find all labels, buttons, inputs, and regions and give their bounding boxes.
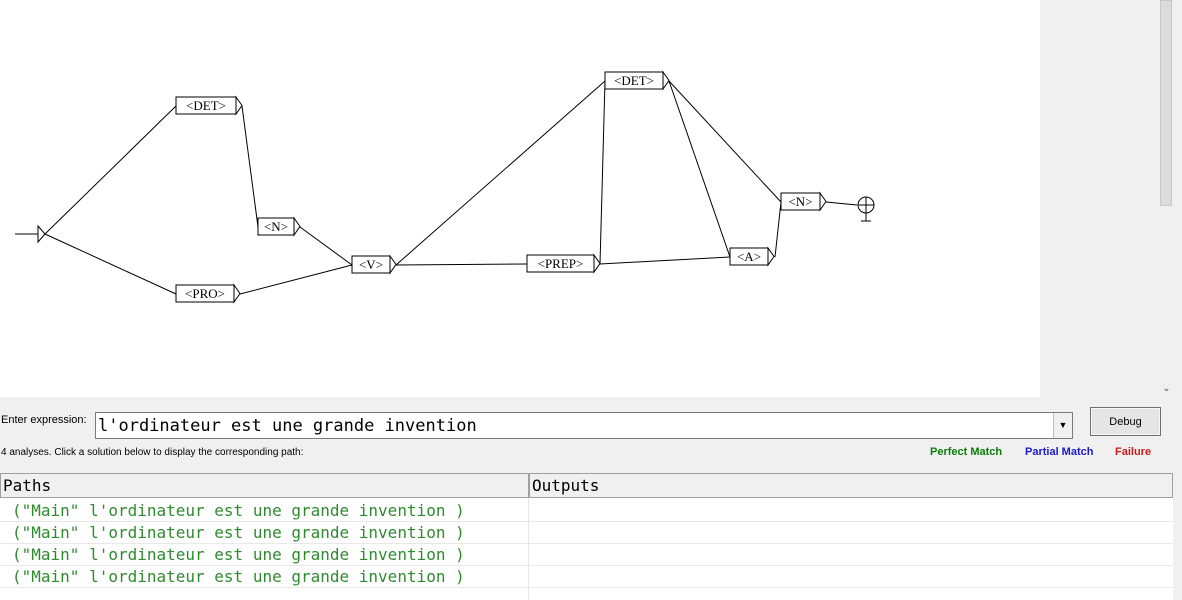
legend-failure: Failure: [1115, 446, 1152, 458]
graph-box-prep[interactable]: <PREP>: [526, 253, 601, 274]
graph-boxes: <DET> <N> <PRO> <V> <DET> <PREP> <A> <N>: [175, 70, 827, 304]
expression-combobox[interactable]: ▼: [95, 412, 1073, 439]
legend-partial-match: Partial Match: [1025, 446, 1094, 458]
path-cell: ("Main" l'ordinateur est une grande inve…: [12, 501, 465, 520]
table-row[interactable]: ("Main" l'ordinateur est une grande inve…: [0, 544, 1173, 566]
graph-canvas[interactable]: <DET> <N> <PRO> <V> <DET> <PREP> <A> <N>: [0, 0, 1040, 397]
table-row[interactable]: ("Main" l'ordinateur est une grande inve…: [0, 500, 1173, 522]
expression-input[interactable]: [98, 415, 1048, 436]
graph-box-pro[interactable]: <PRO>: [175, 283, 241, 304]
graph-box-n1[interactable]: <N>: [257, 216, 301, 237]
graph-box-label: <N>: [788, 194, 812, 209]
graph-box-label: <PRO>: [185, 286, 225, 301]
graph-box-label: <DET>: [186, 98, 226, 113]
table-right-edge: [1173, 473, 1182, 599]
graph-box-n2[interactable]: <N>: [780, 191, 827, 212]
dropdown-arrow-icon[interactable]: ▼: [1053, 413, 1072, 438]
vertical-scrollbar[interactable]: ⌄: [1158, 0, 1175, 397]
expression-label: Enter expression:: [1, 414, 87, 426]
graph-box-label: <V>: [359, 257, 383, 272]
graph-edges: [15, 80, 875, 295]
graph-box-det1[interactable]: <DET>: [175, 95, 243, 116]
results-table: Paths Outputs ("Main" l'ordinateur est u…: [0, 473, 1173, 600]
table-row[interactable]: ("Main" l'ordinateur est une grande inve…: [0, 566, 1173, 588]
path-cell: ("Main" l'ordinateur est une grande inve…: [12, 545, 465, 564]
graph-box-a[interactable]: <A>: [729, 246, 775, 267]
right-pane: [1040, 0, 1158, 397]
analyses-count-text: 4 analyses. Click a solution below to di…: [1, 447, 304, 458]
scroll-down-icon[interactable]: ⌄: [1162, 383, 1171, 394]
column-header-outputs[interactable]: Outputs: [529, 474, 1173, 498]
graph-box-label: <PREP>: [538, 256, 584, 271]
graph-box-det2[interactable]: <DET>: [604, 70, 670, 91]
graph-svg: <DET> <N> <PRO> <V> <DET> <PREP> <A> <N>: [15, 70, 875, 304]
legend-perfect-match: Perfect Match: [930, 446, 1003, 458]
path-cell: ("Main" l'ordinateur est une grande inve…: [12, 567, 465, 586]
column-divider: [528, 498, 529, 600]
graph-box-label: <N>: [264, 219, 288, 234]
column-header-paths[interactable]: Paths: [0, 474, 529, 498]
graph-box-label: <A>: [737, 249, 761, 264]
graph-box-v[interactable]: <V>: [351, 254, 397, 275]
scrollbar-thumb[interactable]: [1160, 0, 1172, 206]
debug-button[interactable]: Debug: [1090, 407, 1161, 436]
path-cell: ("Main" l'ordinateur est une grande inve…: [12, 523, 465, 542]
table-row[interactable]: ("Main" l'ordinateur est une grande inve…: [0, 522, 1173, 544]
graph-box-label: <DET>: [614, 73, 654, 88]
